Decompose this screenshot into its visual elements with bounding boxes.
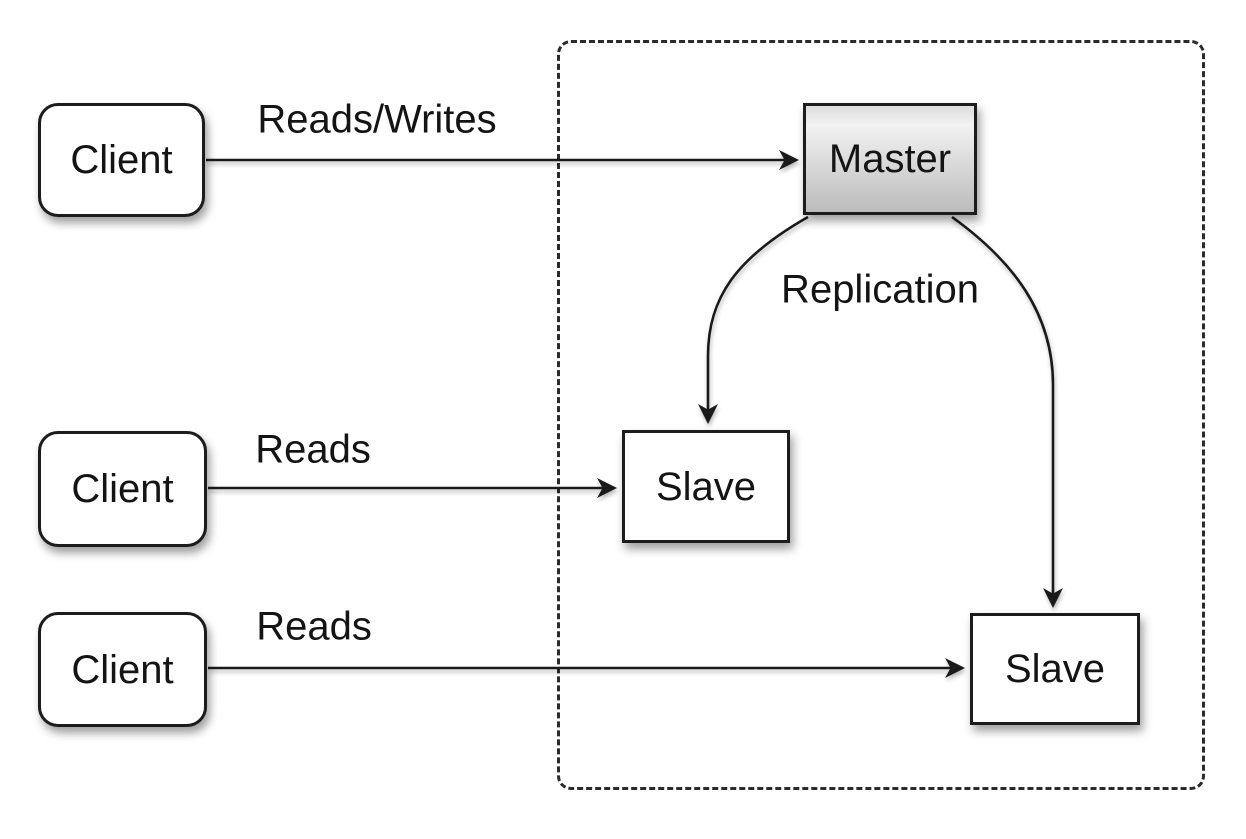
node-client-3-label: Client <box>71 647 174 692</box>
edge-master-to-slave1-replication <box>698 215 809 424</box>
edge-master-to-slave2-replication <box>951 215 1063 608</box>
node-client-3: Client <box>38 612 207 727</box>
edge-label-reads-bottom: Reads <box>256 604 372 649</box>
node-client-1-label: Client <box>70 138 173 182</box>
node-slave-1-label: Slave <box>655 464 757 509</box>
node-slave-2: Slave <box>970 613 1140 725</box>
edge-label-replication: Replication <box>781 267 979 312</box>
edge-label-reads-writes: Reads/Writes <box>257 97 497 142</box>
node-master: Master <box>803 103 977 215</box>
node-slave-2-label: Slave <box>1004 647 1106 691</box>
node-client-1: Client <box>38 103 205 217</box>
node-client-2: Client <box>38 431 207 547</box>
node-client-2-label: Client <box>71 467 174 511</box>
cluster-boundary-dashed-box <box>557 40 1205 790</box>
edge-label-reads-middle: Reads <box>255 427 371 472</box>
node-slave-1: Slave <box>622 430 790 543</box>
node-master-label: Master <box>828 137 952 181</box>
